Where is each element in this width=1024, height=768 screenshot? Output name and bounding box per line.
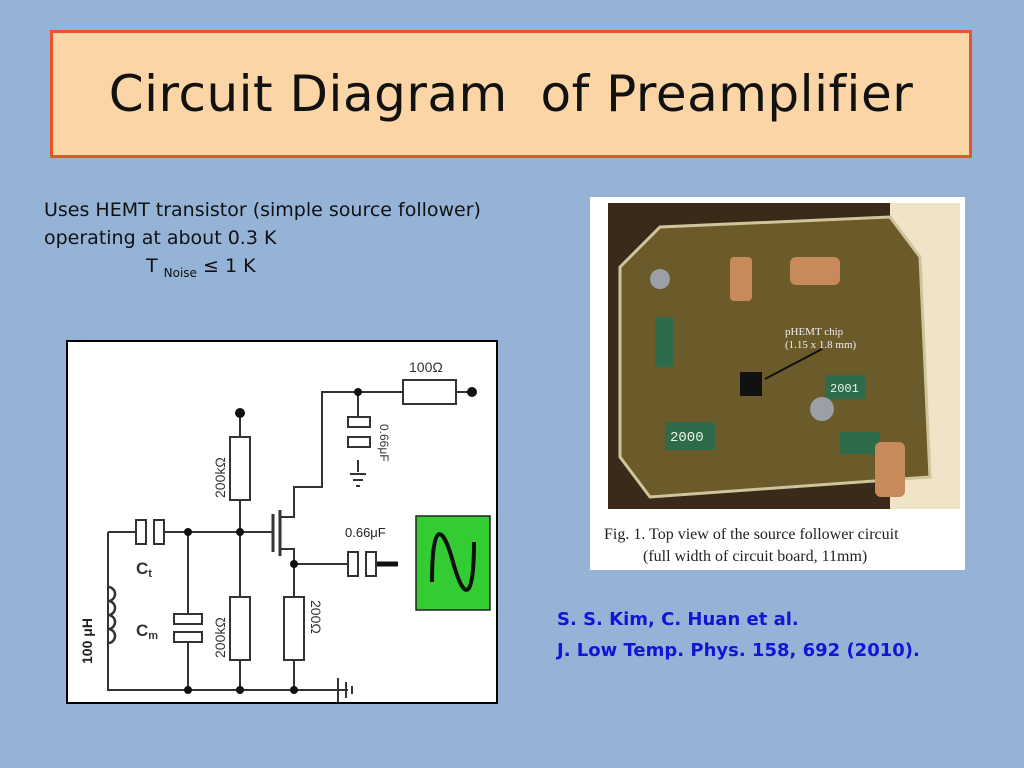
cap-cm-plate-2 (173, 631, 203, 643)
label-r-bias-top: 200kΩ (212, 457, 228, 498)
chip-pointer-arrow (764, 348, 823, 380)
resistor-label-2000: 2000 (670, 430, 704, 446)
label-cap-output: 0.66μF (345, 525, 386, 540)
slide-title: Circuit Diagram of Preamplifier (108, 65, 914, 123)
label-r-source: 200Ω (308, 600, 324, 634)
resistor-100-ohm (402, 379, 457, 405)
junction-dot (236, 528, 244, 536)
circuit-board-photo: pHEMT chip (1.15 x 1.8 mm) 2000 2001 Fig… (590, 197, 965, 570)
supply-terminal-gate (235, 408, 245, 418)
cap-output-plate-1 (347, 551, 359, 577)
chip-resistor (655, 317, 673, 367)
circuit-board-image: pHEMT chip (1.15 x 1.8 mm) 2000 2001 Fig… (604, 203, 960, 565)
citation: S. S. Kim, C. Huan et al. J. Low Temp. P… (557, 604, 920, 666)
chip-capacitor (875, 442, 905, 497)
citation-authors: S. S. Kim, C. Huan et al. (557, 609, 799, 630)
circuit-schematic: 100Ω 0.66μF 200kΩ 200kΩ 200Ω 0.66μF Ct C… (79, 359, 491, 702)
chip-label-1: pHEMT chip (785, 326, 844, 338)
inductor (107, 585, 117, 645)
junction-dot (236, 686, 244, 694)
label-cap-t: Ct (136, 559, 152, 580)
noise-temperature-line: T Noise ≤ 1 K (44, 252, 481, 287)
noise-t-symbol: T (146, 255, 158, 277)
resistor-200-ohm (283, 596, 305, 661)
label-cap-bypass: 0.66μF (377, 424, 391, 462)
wire-bond-pad (650, 269, 670, 289)
citation-journal: J. Low Temp. Phys. 158, 692 (2010). (557, 640, 920, 661)
resistor-label-2001: 2001 (830, 382, 859, 396)
label-cap-m: Cm (136, 621, 158, 642)
photo-caption-line-2: (full width of circuit board, 11mm) (643, 548, 867, 565)
label-r-bias-bottom: 200kΩ (212, 617, 228, 658)
junction-dot (290, 560, 298, 568)
junction-dot (184, 686, 192, 694)
label-inductor: 100 μH (79, 618, 95, 664)
chip-resistor (840, 432, 880, 454)
sine-wave-icon (430, 532, 476, 592)
noise-value: ≤ 1 K (196, 255, 256, 277)
description-text: Uses HEMT transistor (simple source foll… (44, 196, 481, 287)
wire-bond-pad (810, 397, 834, 421)
chip-label-2: (1.15 x 1.8 mm) (785, 339, 857, 351)
supply-terminal-drain (467, 387, 477, 397)
cap-bypass-plate-1 (347, 416, 371, 428)
phemt-chip (740, 372, 762, 396)
main-ground (337, 678, 353, 702)
source-wire (280, 548, 295, 564)
cap-ct-plate-2 (153, 519, 165, 545)
photo-caption-line-1: Fig. 1. Top view of the source follower … (604, 526, 899, 543)
junction-dot (184, 528, 192, 536)
noise-subscript: Noise (163, 265, 197, 280)
ground-wire (107, 532, 348, 691)
circuit-diagram: 100Ω 0.66μF 200kΩ 200kΩ 200Ω 0.66μF Ct C… (66, 340, 498, 704)
cap-bypass-plate-2 (347, 436, 371, 448)
cap-cm-plate-1 (173, 613, 203, 625)
chip-resistor-2000 (665, 422, 715, 450)
junction-dot (354, 388, 362, 396)
label-r-load: 100Ω (409, 359, 443, 375)
bypass-ground (350, 473, 366, 487)
junction-dot (290, 686, 298, 694)
chip-capacitor (730, 257, 752, 301)
chip-capacitor (790, 257, 840, 285)
drain-wire (280, 391, 403, 518)
chip-resistor-2001 (825, 375, 865, 399)
description-line-1: Uses HEMT transistor (simple source foll… (44, 199, 481, 221)
description-line-2: operating at about 0.3 K (44, 227, 277, 249)
title-banner: Circuit Diagram of Preamplifier (50, 30, 972, 158)
cap-output-plate-2 (365, 551, 377, 577)
cap-ct-plate-1 (135, 519, 147, 545)
resistor-200k-top (229, 436, 251, 501)
resistor-200k-bottom (229, 596, 251, 661)
